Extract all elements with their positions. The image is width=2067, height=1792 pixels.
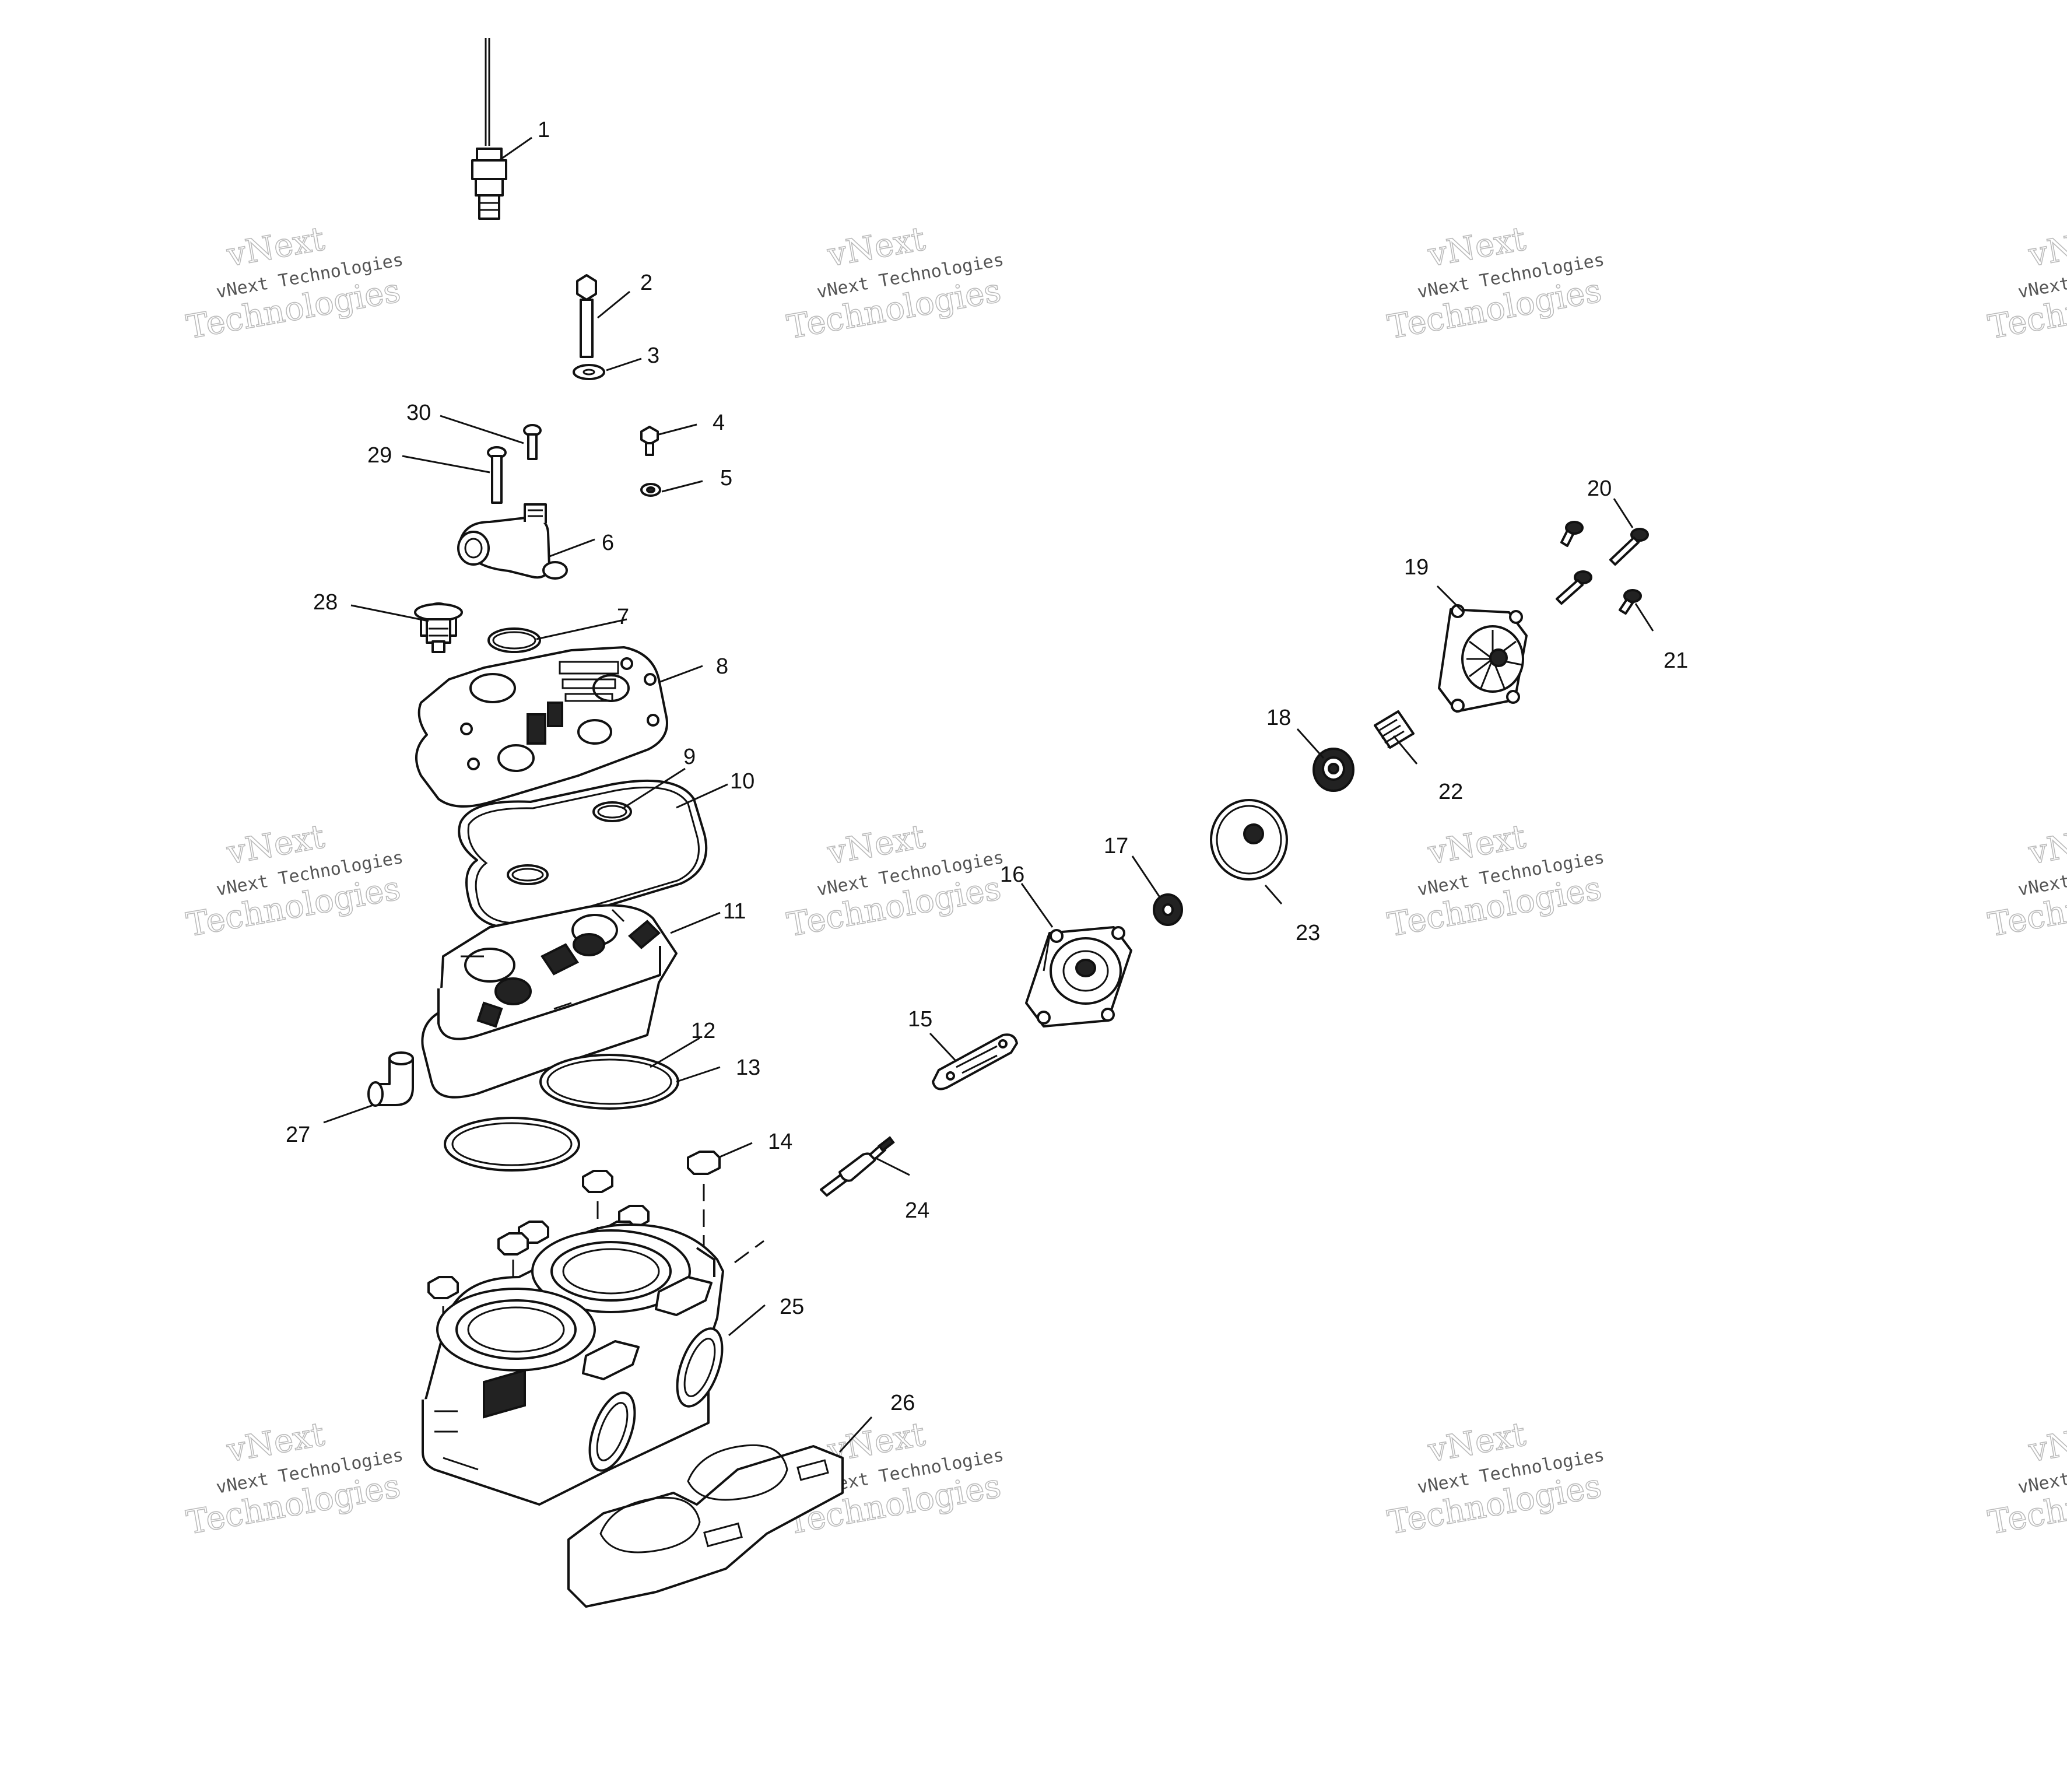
callout-19: 19 bbox=[1404, 555, 1429, 580]
part-5-nut[interactable] bbox=[640, 483, 661, 497]
callout-13: 13 bbox=[736, 1055, 760, 1080]
callout-8: 8 bbox=[716, 654, 728, 679]
part-19-valve-cover[interactable] bbox=[1438, 604, 1528, 713]
part-7-o-ring[interactable] bbox=[487, 627, 541, 653]
part-26-base-gasket[interactable] bbox=[567, 1444, 844, 1608]
leader-lines bbox=[323, 136, 1654, 1453]
part-13-o-ring[interactable] bbox=[444, 1117, 580, 1172]
callout-11: 11 bbox=[723, 899, 746, 924]
part-30-bolt[interactable] bbox=[523, 424, 542, 460]
watermark: vNext vNext Technologies Technologies bbox=[784, 817, 1005, 945]
callout-5: 5 bbox=[720, 466, 732, 490]
part-23-diaphragm[interactable] bbox=[1210, 799, 1288, 881]
part-20-screw[interactable] bbox=[1560, 521, 1649, 566]
part-22-spring[interactable] bbox=[1374, 710, 1415, 749]
part-25-cylinder-block[interactable] bbox=[422, 1223, 731, 1506]
part-6-thermostat-housing[interactable] bbox=[457, 503, 568, 580]
part-28-thermostat[interactable] bbox=[414, 602, 463, 653]
part-11-cylinder-head[interactable] bbox=[421, 904, 678, 1099]
callout-3: 3 bbox=[647, 343, 659, 368]
callout-24: 24 bbox=[905, 1198, 929, 1223]
part-17-bushing[interactable] bbox=[1153, 893, 1183, 926]
callout-30: 30 bbox=[406, 401, 431, 425]
part-12-o-ring[interactable] bbox=[539, 1054, 679, 1110]
callout-17: 17 bbox=[1104, 834, 1128, 858]
callout-23: 23 bbox=[1296, 921, 1320, 945]
callout-4: 4 bbox=[713, 411, 725, 435]
part-3-washer[interactable] bbox=[573, 364, 605, 380]
part-29-bolt[interactable] bbox=[487, 446, 507, 504]
callout-labels: 1 2 3 4 5 6 7 8 9 10 11 12 13 14 15 16 1… bbox=[286, 118, 1688, 1415]
callout-15: 15 bbox=[908, 1007, 932, 1032]
svg-text:vNext: vNext bbox=[2026, 220, 2067, 274]
part-1-temperature-sensor[interactable] bbox=[471, 38, 507, 220]
watermark: vNext vNext Technologies Technologies bbox=[183, 817, 405, 945]
callout-29: 29 bbox=[367, 443, 392, 468]
watermark: vNext vNext Technologies Technologies bbox=[1985, 817, 2067, 945]
callout-7: 7 bbox=[617, 605, 629, 629]
part-16-valve-housing[interactable] bbox=[1025, 926, 1132, 1027]
part-9-seal-ring[interactable] bbox=[507, 801, 632, 885]
watermark: vNext vNext Technologies Technologies bbox=[1384, 219, 1606, 347]
callout-26: 26 bbox=[890, 1391, 915, 1415]
callout-21: 21 bbox=[1664, 648, 1688, 673]
watermark: vNext vNext Technologies Technologies bbox=[1384, 817, 1606, 945]
part-15-gasket[interactable] bbox=[932, 1033, 1018, 1090]
part-10-gasket[interactable] bbox=[458, 779, 708, 929]
part-18-valve-cap[interactable] bbox=[1313, 748, 1354, 792]
callout-10: 10 bbox=[730, 769, 754, 794]
callout-27: 27 bbox=[286, 1123, 310, 1147]
callout-12: 12 bbox=[691, 1019, 715, 1043]
part-2-bolt[interactable] bbox=[576, 274, 597, 358]
watermark: vNext vNext Technologies Technologies bbox=[1384, 1415, 1606, 1542]
part-4-bolt[interactable] bbox=[640, 426, 659, 456]
svg-text:vNext: vNext bbox=[2026, 1415, 2067, 1470]
callout-9: 9 bbox=[683, 745, 696, 769]
callout-6: 6 bbox=[602, 531, 614, 555]
watermark: vNext vNext Technologies Technologies bbox=[1985, 1415, 2067, 1542]
callout-18: 18 bbox=[1266, 706, 1291, 730]
callout-16: 16 bbox=[1000, 862, 1024, 887]
watermark: vNext vNext Technologies Technologies bbox=[1985, 219, 2067, 347]
part-24-valve[interactable] bbox=[820, 1136, 895, 1197]
callout-14: 14 bbox=[768, 1130, 792, 1154]
part-21-screw[interactable] bbox=[1556, 570, 1642, 615]
callout-25: 25 bbox=[780, 1295, 804, 1319]
part-8-head-cover[interactable] bbox=[415, 646, 668, 808]
callout-28: 28 bbox=[313, 590, 338, 615]
callout-20: 20 bbox=[1587, 476, 1612, 501]
part-27-elbow-fitting[interactable] bbox=[367, 1051, 414, 1107]
watermark: vNext vNext Technologies Technologies bbox=[183, 219, 405, 347]
svg-text:vNext: vNext bbox=[2026, 818, 2067, 872]
watermark: vNext vNext Technologies Technologies bbox=[183, 1415, 405, 1542]
callout-22: 22 bbox=[1438, 780, 1463, 804]
callout-1: 1 bbox=[538, 118, 550, 142]
callout-2: 2 bbox=[640, 271, 652, 295]
watermark: vNext vNext Technologies Technologies bbox=[784, 219, 1005, 347]
